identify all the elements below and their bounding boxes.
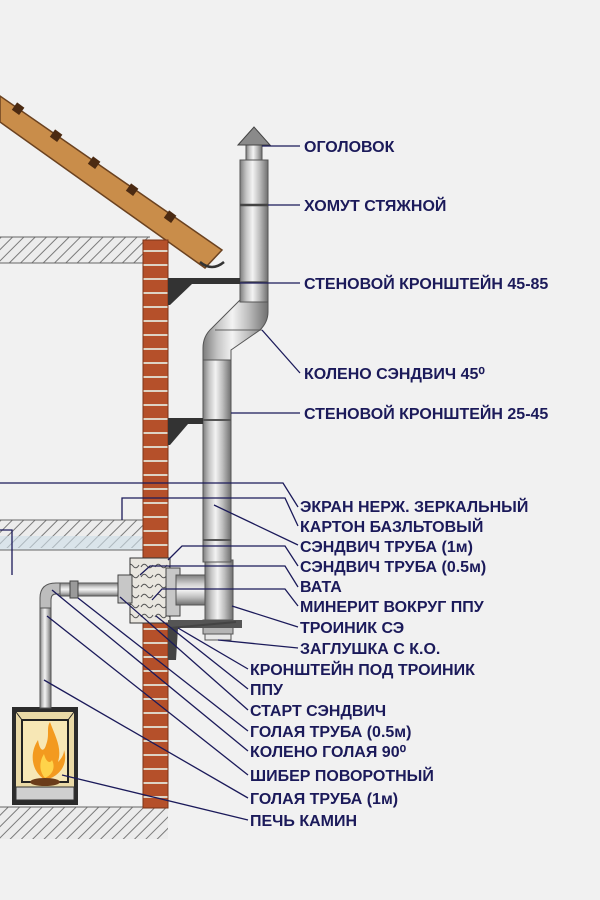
wall-passage [117,557,181,624]
label-wall-bracket-25-45: СТЕНОВОЙ КРОНШТЕЙН 25-45 [304,404,548,423]
label-fireplace-stove: ПЕЧЬ КАМИН [250,813,357,830]
part-labels: ОГОЛОВОК ХОМУТ СТЯЖНОЙ СТЕНОВОЙ КРОНШТЕЙ… [250,139,548,830]
label-rotary-damper: ШИБЕР ПОВОРОТНЫЙ [250,766,434,785]
label-basalt-cardboard: КАРТОН БАЗЛЬТОВЫЙ [300,517,483,536]
bare-pipe-assembly [39,580,131,709]
wall-bracket-lower [168,418,203,445]
label-clamp: ХОМУТ СТЯЖНОЙ [304,196,446,215]
label-tee: ТРОИНИК СЭ [300,620,404,637]
label-steel-screen: ЭКРАН НЕРЖ. ЗЕРКАЛЬНЫЙ [300,497,528,516]
label-sandwich-start: СТАРТ СЭНДВИЧ [250,703,386,720]
label-sandwich-elbow-45: КОЛЕНО СЭНДВИЧ 45⁰ [304,366,485,383]
label-tee-bracket: КРОНШТЕЙН ПОД ТРОИНИК [250,660,475,679]
label-bare-elbow-90: КОЛЕНО ГОЛАЯ 90⁰ [250,744,407,761]
label-bare-pipe-05m: ГОЛАЯ ТРУБА (0.5м) [250,724,411,741]
floor-slab [0,519,145,551]
leader-lines [0,145,301,821]
stove-fireplace [12,707,78,805]
label-wall-bracket-45-85: СТЕНОВОЙ КРОНШТЕЙН 45-85 [304,274,548,293]
sandwich-pipe-vertical [202,126,272,563]
label-bare-pipe-1m: ГОЛАЯ ТРУБА (1м) [250,791,398,808]
label-minerite: МИНЕРИТ ВОКРУГ ППУ [300,599,485,616]
sandwich-tee [175,559,234,641]
ground-slab [0,806,168,839]
label-sandwich-pipe-05m: СЭНДВИЧ ТРУБА (0.5м) [300,559,486,576]
wall-bracket-upper [168,278,240,305]
ceiling-slab [0,236,150,264]
label-chimney-cap: ОГОЛОВОК [304,139,395,156]
label-sandwich-pipe-1m: СЭНДВИЧ ТРУБА (1м) [300,539,473,556]
label-cap-plug: ЗАГЛУШКА С К.О. [300,641,440,658]
brick-wall [142,239,169,809]
label-ppu: ППУ [250,682,284,699]
label-wool: ВАТА [300,579,342,596]
roof-rafter [0,95,225,269]
